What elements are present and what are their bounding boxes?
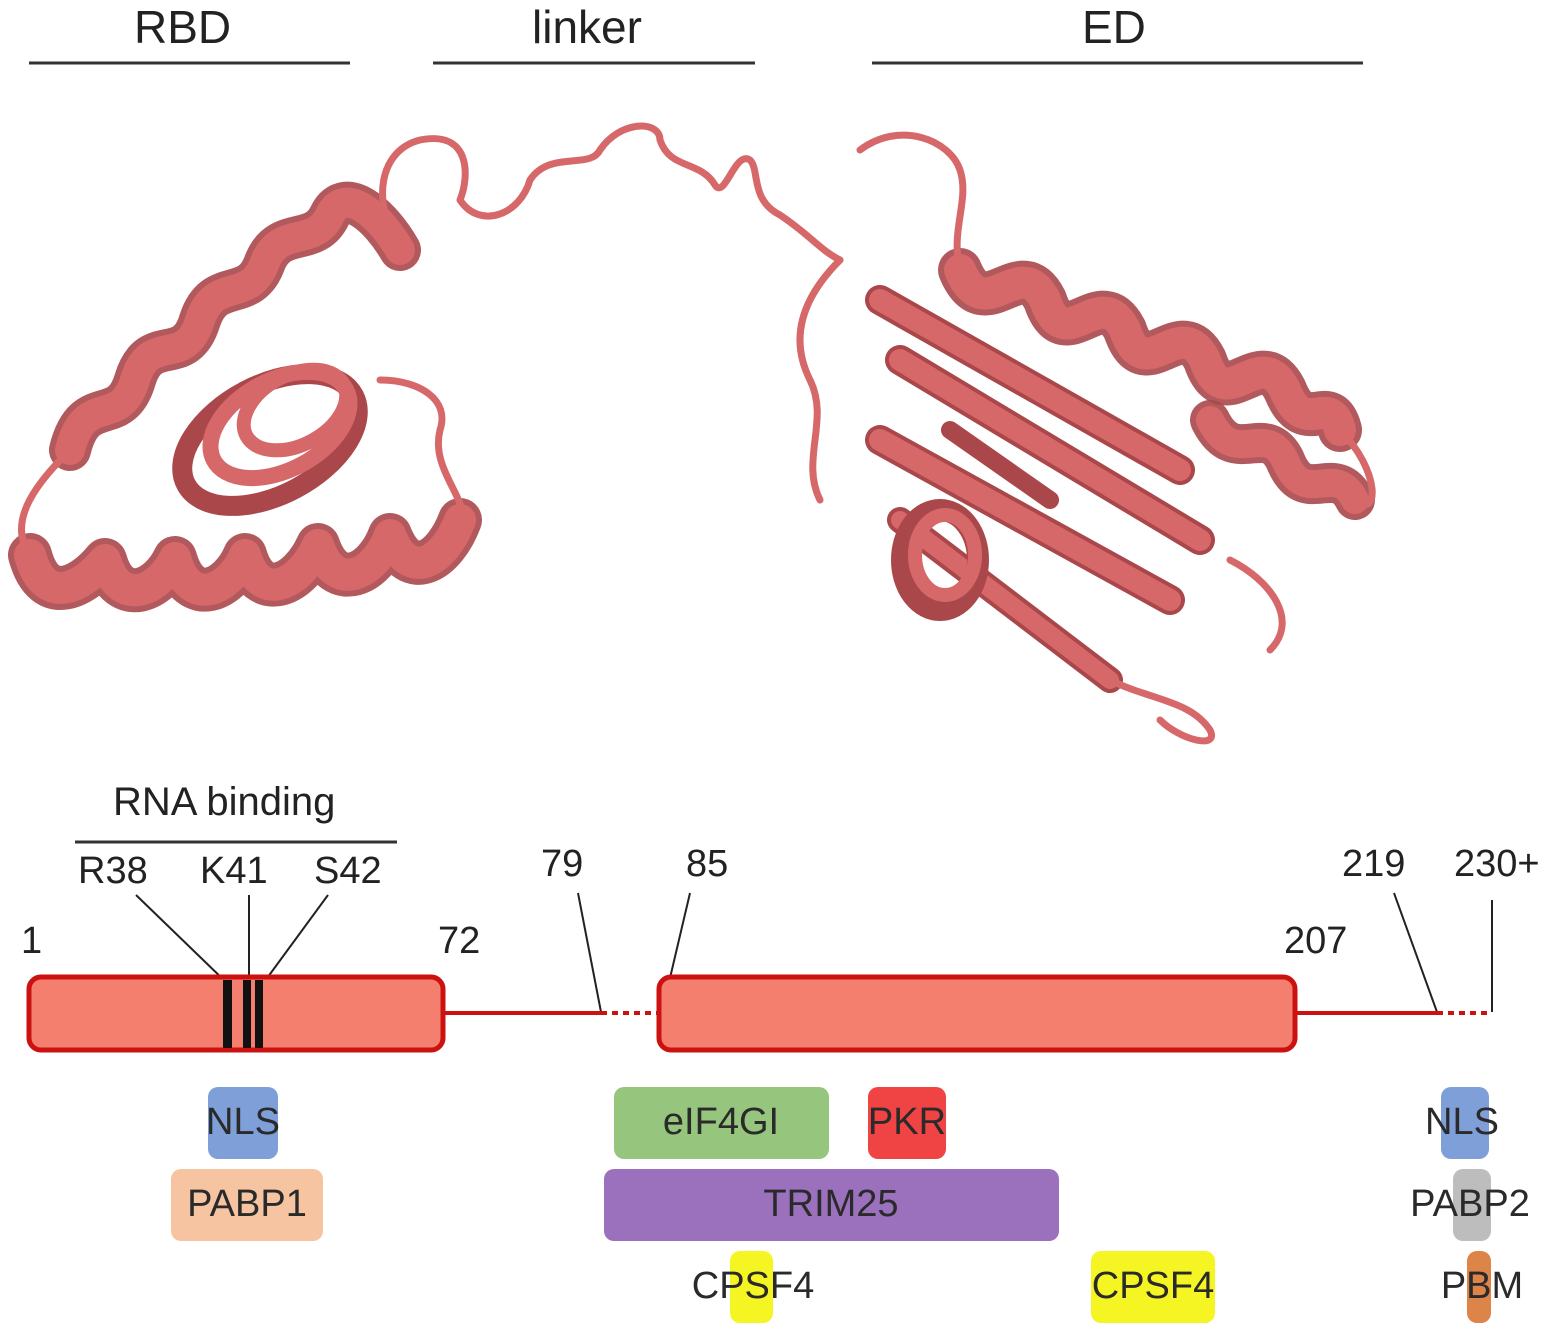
rbd-box (26, 974, 446, 1053)
pabp2-label: PABP2 (1410, 1183, 1530, 1225)
pbm-label: PBM (1440, 1265, 1524, 1307)
pbm-pill (1467, 1251, 1491, 1323)
linker-coil (379, 122, 844, 264)
ed-loop-right (1226, 426, 1376, 654)
s42-mark (255, 980, 263, 1048)
rbd-helix-lower (8, 498, 482, 613)
pos219-pointer (1393, 892, 1438, 1013)
k41-mark (243, 980, 251, 1048)
pos-72-label: 72 (438, 920, 481, 962)
ed-helix-long (938, 248, 1362, 452)
trim25-pill (604, 1169, 1059, 1241)
pos79-pointer (577, 892, 602, 1013)
pos-1-label: 1 (21, 920, 43, 962)
ed-helix-small (891, 499, 989, 621)
pos-79-label: 79 (541, 843, 584, 885)
s42-pointer (261, 894, 329, 986)
nls-right-label: NLS (1425, 1101, 1499, 1143)
cpsf4-left-pill (730, 1251, 773, 1323)
ed-loop-upper (856, 131, 967, 274)
ed-title: ED (1082, 1, 1146, 53)
s42-label: S42 (314, 850, 382, 892)
ed-helix-short (1190, 400, 1375, 520)
cpsf4-right-label: CPSF4 (1091, 1265, 1215, 1307)
eif4gi-label: eIF4GI (662, 1101, 780, 1143)
nls-left-label: NLS (206, 1101, 280, 1143)
cpsf4-left-label: CPSF4 (691, 1265, 815, 1307)
trim25-label: TRIM25 (763, 1183, 899, 1225)
k41-label: K41 (200, 850, 268, 892)
eif4gi-pill (614, 1087, 829, 1159)
pabp2-pill (1453, 1169, 1491, 1241)
pos-219-label: 219 (1342, 843, 1406, 885)
ed-beta-sheet (865, 285, 1215, 693)
rbd-loop-left (17, 446, 74, 559)
rna-binding-label: RNA binding (113, 780, 336, 824)
pabp1-pill (171, 1169, 323, 1241)
nls-left-pill (208, 1087, 278, 1159)
r38-pointer (135, 894, 230, 986)
ed-loop-lower (1106, 676, 1215, 745)
rbd-helix-upper (49, 181, 421, 471)
ribbon-structure (8, 122, 1376, 745)
pkr-label: PKR (867, 1101, 947, 1143)
pos-207-label: 207 (1284, 920, 1348, 962)
ed-box (656, 974, 1298, 1053)
nls-right-pill (1441, 1087, 1489, 1159)
pabp1-label: PABP1 (187, 1183, 307, 1225)
cpsf4-right-pill (1091, 1251, 1215, 1323)
rbd-loop-right (376, 376, 466, 524)
pos-85-label: 85 (686, 843, 729, 885)
linker-title: linker (532, 1, 642, 53)
pos-230-label: 230+ (1454, 843, 1540, 885)
pkr-pill (868, 1087, 946, 1159)
rbd-helix-middle (172, 362, 368, 516)
r38-mark (223, 980, 232, 1048)
rbd-title: RBD (134, 1, 232, 53)
ed-loop-left (796, 256, 844, 504)
r38-label: R38 (78, 850, 148, 892)
